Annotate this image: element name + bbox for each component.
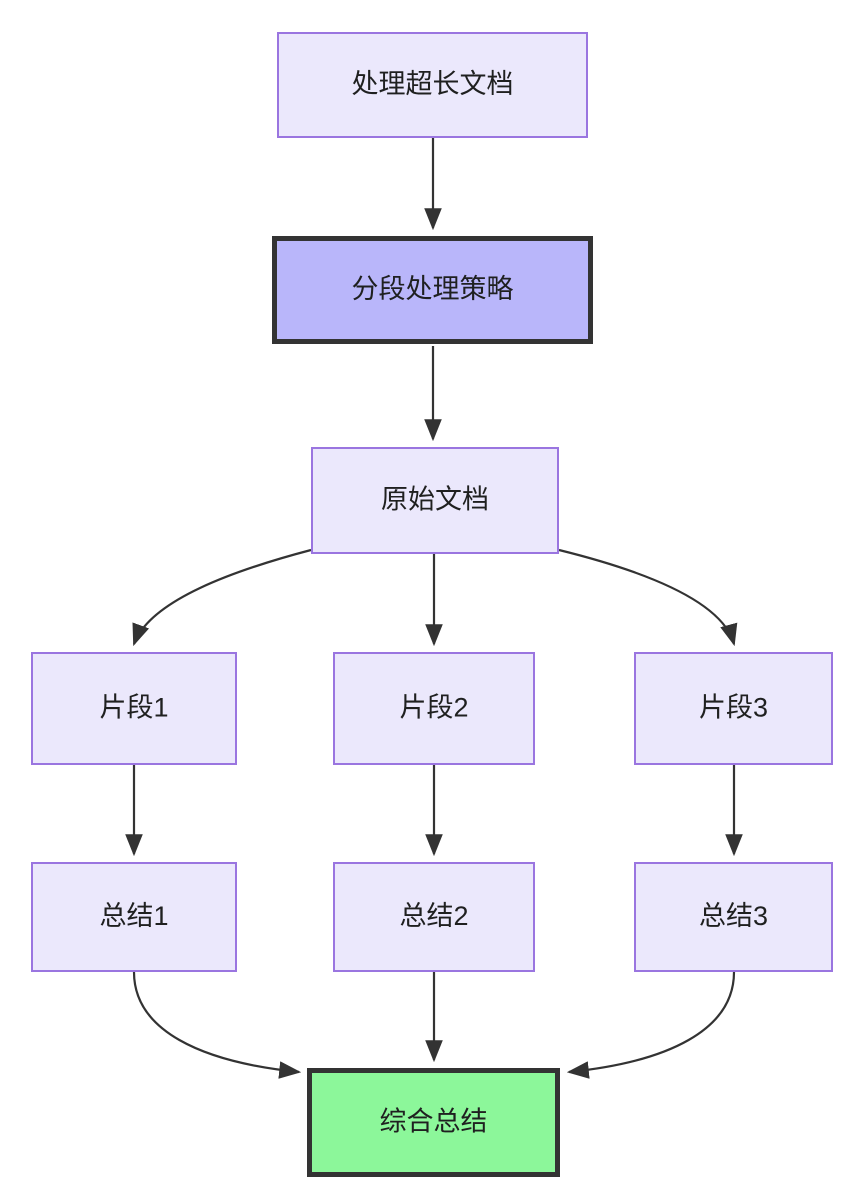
flow-node-chunking-strategy[interactable]: 分段处理策略 [272,236,593,344]
node-box-chunking-strategy[interactable] [272,236,593,344]
node-box-summary-3[interactable] [634,862,833,972]
node-box-process-long-document[interactable] [277,32,588,138]
node-label-final-summary: 综合总结 [380,1107,488,1137]
flow-node-process-long-document[interactable]: 处理超长文档 [277,32,588,138]
flow-node-fragment-2[interactable]: 片段2 [333,652,535,765]
node-label-summary-2: 总结2 [399,901,468,931]
flow-edge-summary-3-to-final-summary [566,971,736,1079]
edges-layer [125,138,743,1079]
node-box-summary-2[interactable] [333,862,535,972]
flow-node-final-summary[interactable]: 综合总结 [307,1068,560,1177]
node-label-summary-1: 总结1 [99,901,168,931]
flow-node-original-document[interactable]: 原始文档 [311,447,559,554]
node-box-fragment-1[interactable] [31,652,237,765]
node-label-fragment-1: 片段1 [99,693,168,723]
flow-node-summary-3[interactable]: 总结3 [634,862,833,972]
node-label-fragment-2: 片段2 [399,693,468,723]
flow-edge-original-document-to-fragment-1 [132,548,312,647]
flow-edge-original-document-to-fragment-3 [558,548,738,647]
node-label-chunking-strategy: 分段处理策略 [352,274,514,304]
flow-node-fragment-1[interactable]: 片段1 [31,652,237,765]
node-label-process-long-document: 处理超长文档 [352,69,514,99]
flow-node-summary-2[interactable]: 总结2 [333,862,535,972]
flow-edge-summary-1-to-final-summary [132,971,302,1079]
flow-node-fragment-3[interactable]: 片段3 [634,652,833,765]
flow-node-summary-1[interactable]: 总结1 [31,862,237,972]
node-label-original-document: 原始文档 [381,485,489,515]
node-box-summary-1[interactable] [31,862,237,972]
node-box-original-document[interactable] [311,447,559,554]
node-box-final-summary[interactable] [307,1068,560,1177]
node-box-fragment-3[interactable] [634,652,833,765]
node-label-summary-3: 总结3 [699,901,768,931]
node-box-fragment-2[interactable] [333,652,535,765]
node-label-fragment-3: 片段3 [699,693,768,723]
